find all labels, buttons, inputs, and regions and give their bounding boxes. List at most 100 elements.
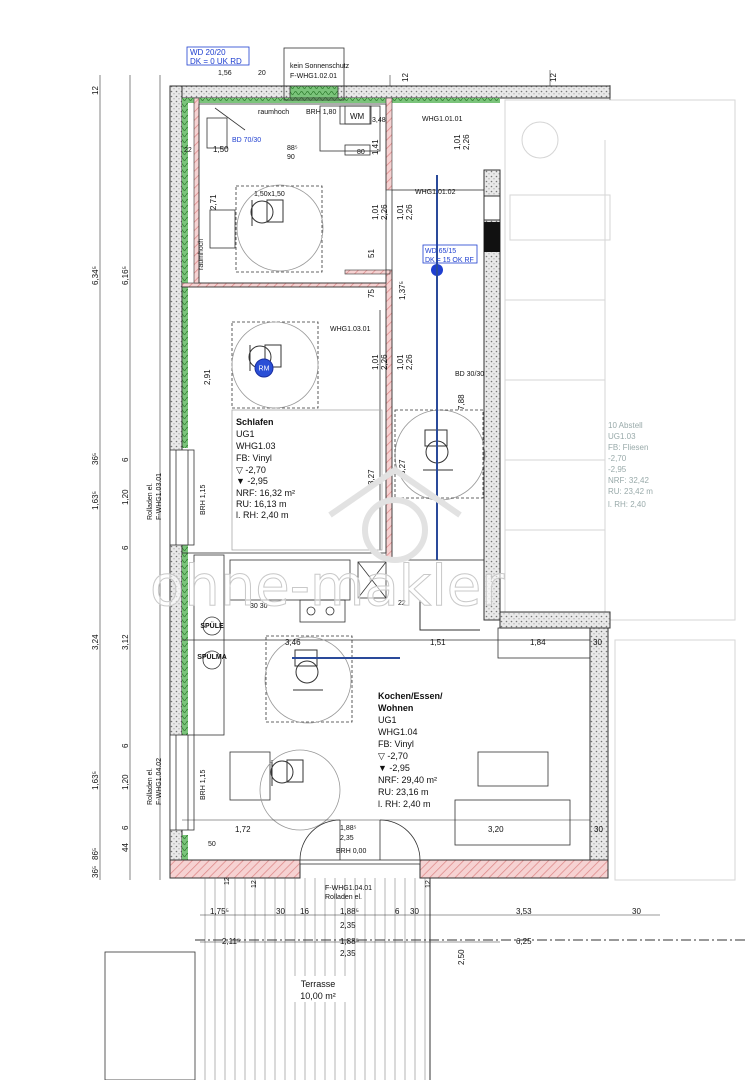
door-label-3: WHG1.03.01 <box>330 326 371 333</box>
bd-right-label: BD 30/30 <box>455 371 484 378</box>
kitchen-fixtures <box>193 554 571 846</box>
dim-50: 50 <box>208 841 216 848</box>
dim-172: 1,72 <box>235 825 251 834</box>
ghost-room-line1: FB: Fliesen <box>608 443 648 452</box>
room-height-1: ▽ -2,70 <box>236 465 266 475</box>
dim-b11: 1,88⁵ <box>340 937 359 946</box>
room-name-1: Kochen/Essen/ <box>378 691 443 701</box>
bd-top-label: BD 70/30 <box>232 137 261 144</box>
dim-235: 2,35 <box>340 835 354 842</box>
dim-b17: 12 <box>425 880 432 888</box>
room-label-kochen: Kochen/Essen/ Wohnen UG1 WHG1.04 FB: Vin… <box>378 691 443 809</box>
room-level: UG1 <box>378 715 397 725</box>
door-label-2: WHG1.01.02 <box>415 189 456 196</box>
dim-b16: 12 <box>251 880 258 888</box>
dim-88: 88⁵ <box>287 145 298 152</box>
terrace-door <box>299 819 421 861</box>
dim-b15: 12 <box>224 877 231 885</box>
room-height-2: ▼ -2,95 <box>236 476 268 486</box>
room-name-2: Wohnen <box>378 703 413 713</box>
wd-dim2: 20 <box>258 70 266 77</box>
dim-left-inner-3: 1,20 <box>121 489 130 505</box>
right-corridor-wall <box>483 169 611 861</box>
dim-left-outer-7: 86⁵ <box>91 848 100 860</box>
brh-side-2: BRH 1,15 <box>200 770 207 800</box>
rolladen-2: Rolladen el. <box>147 768 154 805</box>
ghost-room-line6: l. RH: 2,40 <box>608 500 646 509</box>
dim-80: 80 <box>357 149 365 156</box>
dim-22: 22 <box>184 147 192 154</box>
spuelma-label: SPÜLMA <box>197 652 227 661</box>
window-bottom-1: F-WHG1.04.01 <box>325 885 372 892</box>
spuele-label: SPÜLE <box>200 621 224 630</box>
rm-label: RM <box>259 366 270 373</box>
neighbour-plan-ghost <box>504 99 736 881</box>
room-label-terrasse: Terrasse 10,00 m² <box>288 976 348 1002</box>
terrace-area: 10,00 m² <box>300 991 336 1001</box>
dim-30b: 30 <box>594 825 603 834</box>
bath-size: 1,50x1,50 <box>254 191 285 198</box>
dim-left-inner-8: 6 <box>121 825 130 830</box>
kitchen-sink-labels: SPÜLE SPÜLMA <box>197 621 227 661</box>
dim-226e: 2,26 <box>462 134 471 150</box>
dim-left-inner-4: 6 <box>121 545 130 550</box>
window-title-2: F-WHG1.02.01 <box>290 73 337 80</box>
rolladen-2b: F-WHG1.04.02 <box>156 758 163 805</box>
dim-150: 1,50 <box>213 145 229 154</box>
dim-22b: 22 <box>398 600 406 607</box>
room-label-schlafen: Schlafen UG1 WHG1.03 FB: Vinyl ▽ -2,70 ▼… <box>236 417 295 520</box>
dim-b8: 3,53 <box>516 907 532 916</box>
dim-226c: 2,26 <box>380 354 389 370</box>
room-height-2: ▼ -2,95 <box>378 763 410 773</box>
dim-51: 51 <box>367 249 376 258</box>
dim-left-outer-3: 36⁵ <box>91 453 100 465</box>
room-ru: RU: 16,13 m <box>236 499 287 509</box>
window-title-1: kein Sonnenschutz <box>290 63 350 70</box>
smoke-detector-icon: RM <box>254 358 274 378</box>
dim-left-inner-6: 6 <box>121 743 130 748</box>
terrace-name: Terrasse <box>301 979 336 989</box>
dim-left-outer-6: 1,63⁵ <box>91 771 100 790</box>
dim-left-inner-1: 6,16⁵ <box>121 266 130 285</box>
dim-30-30: 30 30 <box>250 603 268 610</box>
brh-bottom: BRH 0,00 <box>336 848 366 855</box>
dim-b6: 6 <box>395 907 400 916</box>
watermark-text: ohne-makler <box>150 554 505 619</box>
wd-right-1: WD 65/15 <box>425 248 456 255</box>
dim-left-inner-9: 44 <box>121 843 130 852</box>
side-rotated-labels: raumhoch Rolladen el. F-WHG1.03.01 Rolla… <box>147 239 207 805</box>
room-id: WHG1.04 <box>378 727 418 737</box>
ghost-room-line3: -2,95 <box>608 465 627 474</box>
dimension-lines <box>99 70 660 943</box>
dim-b12: 2,35 <box>340 949 356 958</box>
dim-b14: 2,50 <box>457 949 466 965</box>
terrace <box>104 878 748 1080</box>
dim-left-inner-2: 6 <box>121 457 130 462</box>
left-windows <box>169 449 195 831</box>
dim-b13: 6,25 <box>516 937 532 946</box>
dim-left-outer-4: 1,63⁵ <box>91 491 100 510</box>
dim-226d: 2,26 <box>405 354 414 370</box>
room-nrf: NRF: 16,32 m² <box>236 488 295 498</box>
ghost-room-name: 10 Abstell <box>608 421 643 430</box>
dim-b3: 16 <box>300 907 309 916</box>
room-height-1: ▽ -2,70 <box>378 751 408 761</box>
dim-291: 2,91 <box>203 369 212 385</box>
neighbour-room-label: 10 Abstell UG1.03 FB: Fliesen -2,70 -2,9… <box>608 421 653 509</box>
dim-left-inner-5: 3,12 <box>121 634 130 650</box>
dim-188: 1,88⁵ <box>340 825 357 832</box>
dim-101b: 1,01 <box>396 204 405 220</box>
wm-label: WM <box>350 112 365 121</box>
room-floor: FB: Vinyl <box>236 453 272 463</box>
dim-137: 1,37⁵ <box>398 281 407 300</box>
dim-226a: 2,26 <box>380 204 389 220</box>
dim-b1: 1,75⁵ <box>210 907 229 916</box>
window-bottom-2: Rolladen el. <box>325 894 362 901</box>
dim-788: 7,88 <box>457 394 466 410</box>
dim-226b: 2,26 <box>405 204 414 220</box>
bottom-wall <box>169 859 609 879</box>
ghost-room-line2: -2,70 <box>608 454 627 463</box>
wd-label-2: DK = 0 UK RD <box>190 57 242 66</box>
dim-left-outer-8: 36⁵ <box>91 866 100 878</box>
dim-30r: 30 <box>593 638 602 647</box>
